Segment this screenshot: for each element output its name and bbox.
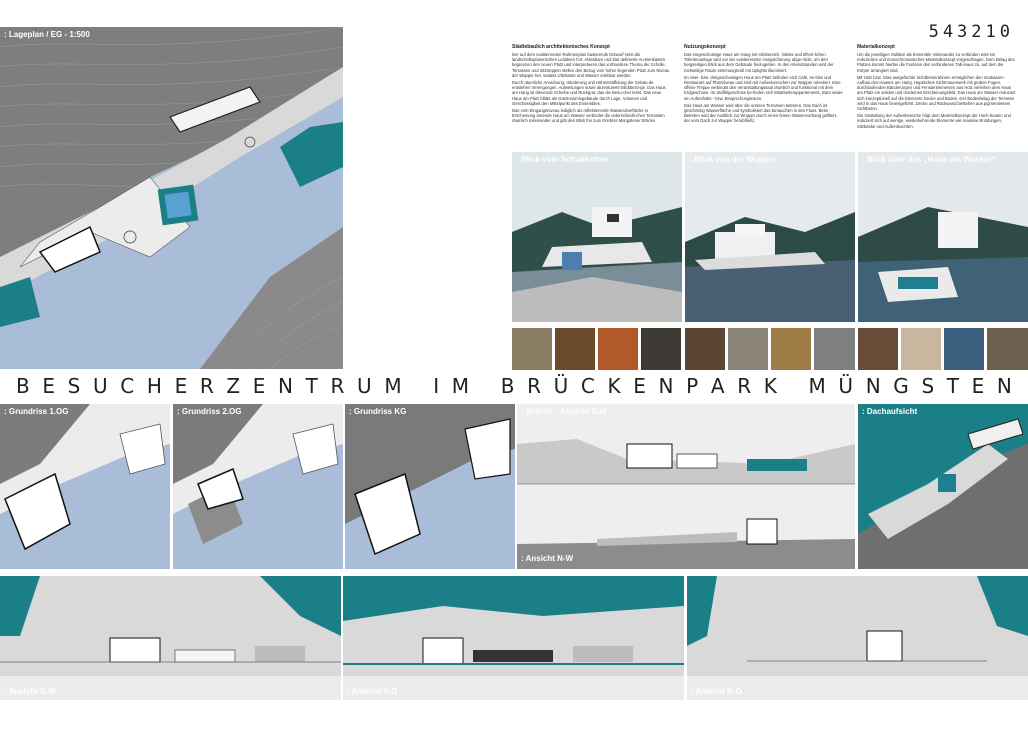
title-letter: G <box>893 374 909 398</box>
floor-plan-label: : Grundriss 1.OG <box>4 407 69 416</box>
render-haus-am-wasser: : Blick über das „Haus am Wasser“ <box>858 152 1028 322</box>
title-letter: I <box>433 374 440 398</box>
title-letter: Ü <box>838 374 854 398</box>
title-letter: E <box>174 374 188 398</box>
material-swatch-slats <box>858 328 898 370</box>
floor-plan-kg: : Grundriss KG <box>345 404 515 569</box>
title-letter: U <box>93 374 108 398</box>
elevation-no: : Ansicht N-O <box>687 576 1028 700</box>
title-letter: R <box>199 374 214 398</box>
title-letter: Ü <box>553 374 569 398</box>
title-letter: E <box>633 374 646 398</box>
title-letter: T <box>946 374 959 398</box>
concept-paragraph: Im zwei- bzw. dreigeschossigen Haus am P… <box>684 74 843 101</box>
title-letter: S <box>921 374 935 398</box>
material-swatch-frame <box>728 328 768 370</box>
concept-heading: Nutzungskonzept <box>684 44 726 50</box>
floor-plan-1og: : Grundriss 1.OG <box>0 404 170 569</box>
concept-paragraph: Das Haus am Wasser wird über die unteren… <box>684 102 838 124</box>
elevation-label: : Ansicht N-O <box>691 687 742 696</box>
site-plan-label: : Lageplan / EG - 1:500 <box>4 30 90 39</box>
material-swatch-window <box>641 328 681 370</box>
render-wupper: : Blick von der Wupper <box>685 152 855 322</box>
material-swatch-water <box>944 328 984 370</box>
title-letter: K <box>763 374 777 398</box>
title-letter: M <box>808 374 826 398</box>
title-letter: E <box>42 374 56 398</box>
title-letter: R <box>737 374 752 398</box>
title-letter: S <box>67 374 81 398</box>
title-letter <box>790 374 796 398</box>
roof-plan-panel: : Dachaufsicht <box>858 404 1028 569</box>
concept-column-urban: Städtebaulich architektonisches Konzept … <box>512 44 672 126</box>
concept-column-material: Materialkonzept Um die jeweiligen Solitä… <box>857 44 1017 131</box>
title-letter: C <box>580 374 595 398</box>
concept-paragraph: Das eingeschossige Haus am Hang mit Info… <box>684 52 834 73</box>
floor-plan-2og: : Grundriss 2.OG <box>173 404 343 569</box>
elevation-so: : Ansicht S-O <box>343 576 684 700</box>
title-letter: B <box>16 374 30 398</box>
project-number: 543210 <box>928 22 1014 42</box>
site-plan-panel: : Lageplan / EG - 1:500 <box>0 27 343 369</box>
section-panel: : Schnitt - Ansicht S-W : Ansicht N-W <box>517 404 855 569</box>
material-swatch-rust <box>598 328 638 370</box>
title-letter: R <box>527 374 541 398</box>
material-swatch-wood <box>555 328 595 370</box>
floor-plan-label: : Grundriss 2.OG <box>177 407 242 416</box>
material-swatch-concrete <box>814 328 855 370</box>
material-swatch-timber <box>771 328 811 370</box>
concept-paragraph: Um die jeweiligen Solitäre als Ensemble … <box>857 52 1015 73</box>
roof-plan-label: : Dachaufsicht <box>862 407 918 416</box>
title-letter: E <box>971 374 985 398</box>
title-letter: T <box>305 374 318 398</box>
render-schaltkotten: : Blick vom Schaltkotten <box>512 152 682 322</box>
title-letter: Z <box>226 374 241 398</box>
title-letter: M <box>451 374 470 398</box>
material-swatch-masonry <box>987 328 1028 370</box>
title-letter: N <box>658 374 674 398</box>
title-letter: M <box>384 374 402 398</box>
title-letter <box>414 374 420 398</box>
concept-paragraph: Mit Holz bzw. Glas ausgefachte Sichtbeto… <box>857 74 1016 112</box>
concept-paragraph: Durch räumliche Anordnung, Gliederung un… <box>512 80 666 106</box>
concept-paragraph: Der auf dem exaltierenden Rahmenplan bas… <box>512 52 670 78</box>
title-letter: N <box>278 374 293 398</box>
concept-paragraph: Die Gestaltung der Außenbereiche folgt d… <box>857 113 1011 129</box>
concept-heading: Materialkonzept <box>857 44 895 50</box>
floor-plan-label: : Grundriss KG <box>349 407 407 416</box>
site-plan-drawing <box>0 27 343 369</box>
concept-heading: Städtebaulich architektonisches Konzept <box>512 44 610 50</box>
title-letter: C <box>120 374 135 398</box>
title-letter: N <box>996 374 1012 398</box>
title-letter: R <box>330 374 345 398</box>
title-letter: K <box>607 374 621 398</box>
section-label: : Schnitt - Ansicht S-W <box>521 407 607 416</box>
elevation-sw: : Ansicht S-W <box>0 576 341 700</box>
title-letter <box>482 374 488 398</box>
title-letter: B <box>500 374 515 398</box>
render-label: : Blick über das „Haus am Wasser“ <box>862 155 996 164</box>
render-label: : Blick von der Wupper <box>689 155 776 164</box>
material-swatch-stone <box>512 328 552 370</box>
material-swatch-brick <box>685 328 725 370</box>
elevation-label: : Ansicht S-W <box>4 687 56 696</box>
title-letter: N <box>865 374 881 398</box>
title-letter: E <box>252 374 266 398</box>
section-label-bottom: : Ansicht N-W <box>521 554 574 563</box>
title-letter: H <box>146 374 162 398</box>
elevation-label: : Ansicht S-O <box>347 687 398 696</box>
concept-column-usage: Nutzungskonzept Das eingeschossige Haus … <box>684 44 844 126</box>
title-letter: U <box>357 374 372 398</box>
title-letter: P <box>686 374 699 398</box>
material-swatch-plaster <box>901 328 941 370</box>
title-letter: A <box>710 374 725 398</box>
render-label: : Blick vom Schaltkotten <box>516 155 609 164</box>
concept-paragraph: Das vom Eingangsniveau lediglich als ref… <box>512 108 665 124</box>
